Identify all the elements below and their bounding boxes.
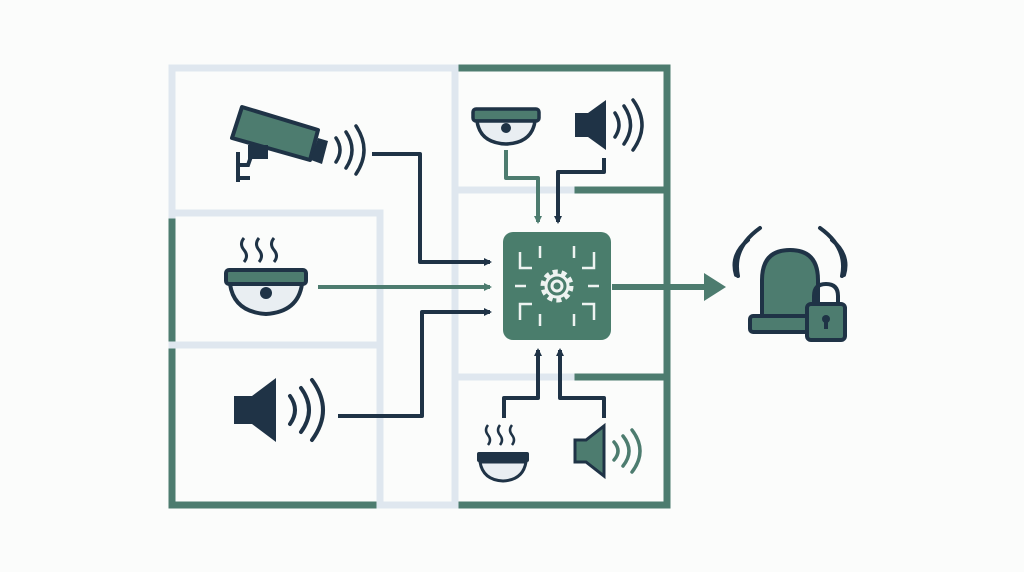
smoke-detector-icon [224,237,308,317]
ceiling-sensor-icon [471,107,541,146]
arrow-smoke-bottom-to-hub [502,348,542,418]
arrow-sensor-to-hub [504,150,542,224]
signal-arrows [318,150,726,418]
gear-icon [540,269,574,303]
speaker-small-icon [575,98,644,152]
arrow-speaker-to-hub [338,308,492,418]
smoke-detector-small-icon [477,424,529,483]
lock-icon [805,281,847,342]
security-camera-icon [230,105,366,182]
processor-chip-icon [503,232,611,340]
arrow-speaker-bottom-to-hub [556,348,606,418]
speaker-icon [234,378,325,442]
arrow-camera-to-hub [372,152,492,266]
arrow-speaker-top-to-hub [554,158,606,224]
speaker-small-bottom-icon [573,422,642,480]
